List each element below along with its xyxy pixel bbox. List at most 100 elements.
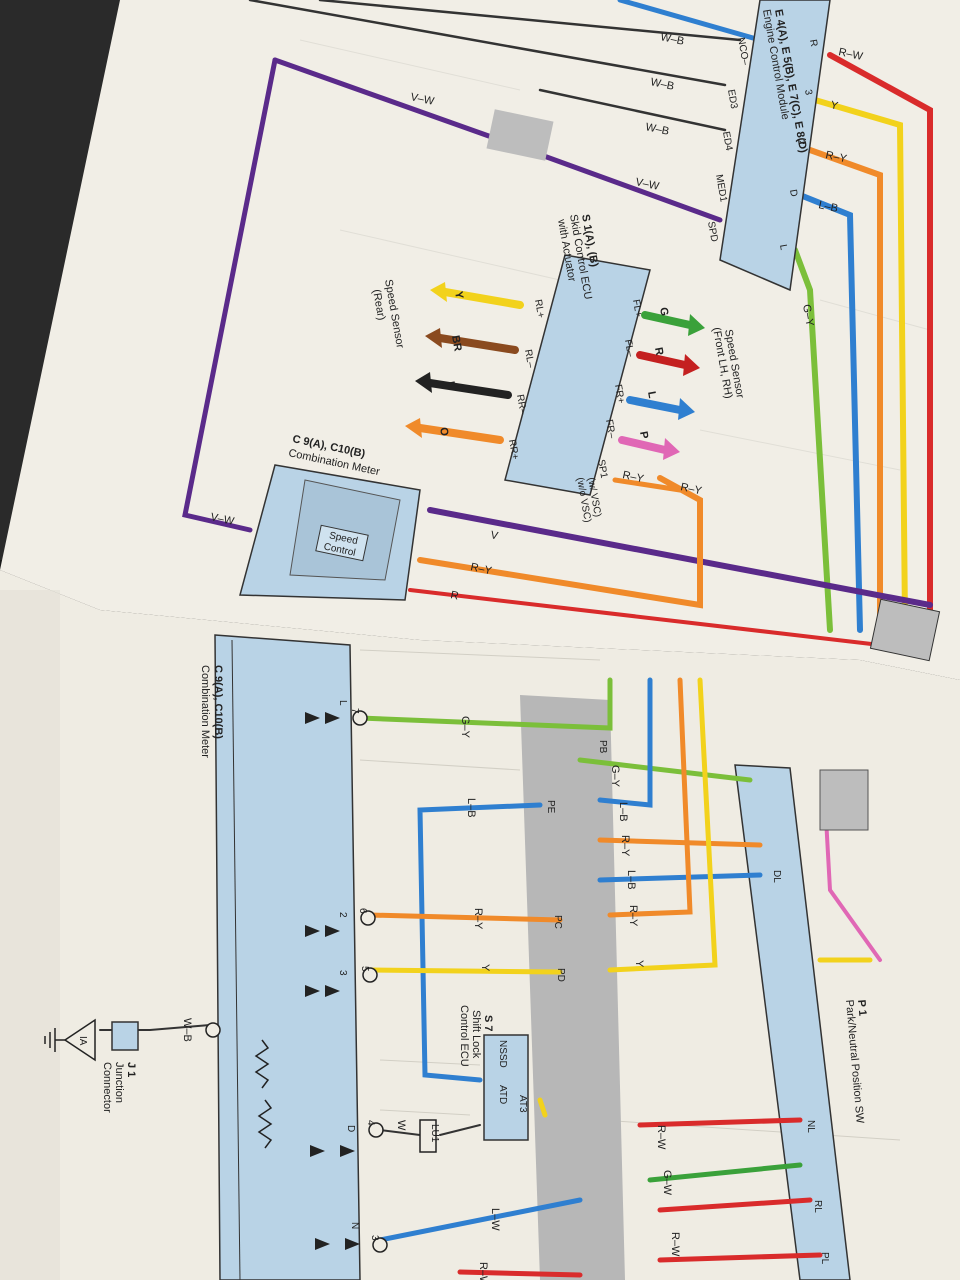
lamp-letter-d: D	[345, 1125, 356, 1132]
pin-label-7: 7	[349, 708, 360, 714]
lamp-3	[305, 985, 340, 997]
ecm-pin-nco: NCO–	[735, 37, 751, 67]
ecm-pin-l: L	[777, 244, 789, 252]
wire-label-y: Y	[829, 99, 839, 112]
park-neutral-sw-box	[734, 764, 851, 1280]
ecm-pin-2: 2	[795, 139, 807, 147]
wire-label-gw-lower: G–W	[661, 1170, 673, 1196]
wire-label-w-lower: W	[395, 1120, 407, 1131]
wire-label-lb3-lower: L–B	[625, 870, 637, 890]
wire-label-wb2: W–B	[649, 76, 675, 93]
lamp-letter-3: 3	[337, 970, 348, 976]
skid-pin-frp: FR+	[612, 384, 626, 405]
speed-control-box	[315, 524, 369, 562]
strip-conn-pb: PB	[597, 740, 608, 754]
lower-wire-set	[99, 677, 882, 1278]
wire-label-wb-lower: W–B	[181, 1018, 193, 1042]
lamp-2	[305, 925, 340, 937]
lamp-d	[310, 1145, 355, 1157]
wire-label-ry-lower: R–Y	[472, 908, 484, 930]
lower-meter-title: C 9(A), C10(B)	[212, 665, 224, 739]
wire-label-wb1: W–B	[659, 31, 685, 48]
wire-label-rl-br: BR	[449, 334, 464, 352]
lower-right-module	[819, 769, 869, 831]
indicator-lamps	[305, 712, 360, 1250]
lower-meter-subtitle: Combination Meter	[199, 665, 211, 758]
pin-label-4: 4	[365, 1120, 376, 1126]
skid-pin-rrp: RR+	[506, 439, 520, 461]
park-pin-rl: RL	[812, 1200, 823, 1213]
wire-label-fl-g: G	[657, 306, 670, 317]
upper-right-module	[869, 598, 941, 662]
strip-conn-pc: PC	[552, 915, 563, 929]
shift-pin-nssd: NSSD	[497, 1040, 508, 1068]
wire-label-gy-lower: G–Y	[459, 716, 471, 739]
junction-connector-box	[111, 1021, 139, 1051]
lower-page: C 9(A), C10(B) Combination Meter P 1 Par…	[0, 570, 960, 1280]
park-pin-pl: PL	[819, 1252, 830, 1265]
wire-label-lb-lower: L–B	[465, 798, 477, 818]
connector-pd-pc	[486, 109, 554, 161]
wire-label-rr-o: O	[437, 426, 450, 437]
wire-label-sp-ry: R–Y	[621, 469, 645, 485]
wire-label-y-lower: Y	[479, 964, 491, 972]
skid-pin-sp1: SP1	[595, 459, 609, 480]
wire-label-fr-p: P	[637, 430, 650, 439]
strip-conn-pe: PE	[545, 800, 556, 814]
wire-label-sp-ry2: R–Y	[679, 481, 703, 497]
lu1-label: LU1	[429, 1124, 440, 1143]
wire-label-vw3: V–W	[209, 511, 235, 528]
upper-page-paper	[0, 0, 960, 680]
lamp-n	[315, 1238, 360, 1250]
lower-pin-circles	[205, 710, 388, 1253]
wire-label-gy2-lower: G–Y	[609, 765, 621, 788]
wire-label-lw-lower: L–W	[489, 1208, 501, 1231]
wire-label-rl-y: Y	[452, 290, 465, 300]
skid-pin-rlp: RL+	[532, 299, 546, 319]
pin-label-3: 3	[369, 1235, 380, 1241]
upper-page: E 4(A), E 5(B), E 7(C), E 8(D) Engine Co…	[0, 0, 960, 680]
shift-pin-atd: ATD	[497, 1085, 508, 1104]
lamp-letter-l: L	[337, 700, 348, 706]
skid-ecu-box	[504, 254, 651, 496]
ecm-pin-med1: MED1	[713, 174, 729, 204]
shift-lock-subtitle2: Control ECU	[458, 1005, 470, 1067]
lamp-l	[305, 712, 340, 724]
park-sw-title: P 1	[855, 999, 868, 1016]
wire-label-vw1: V–W	[409, 91, 435, 108]
skid-pin-rlm: RL–	[522, 349, 536, 369]
wire-label-rw3-lower: R–W	[477, 1262, 489, 1280]
ecm-pin-ed3: ED3	[725, 89, 739, 110]
strip-conn-pd: PD	[555, 968, 566, 982]
wire-label-y2-lower: Y	[633, 960, 645, 968]
wire-label-r-m: R	[449, 589, 459, 602]
park-pin-dl: DL	[771, 870, 782, 883]
shift-pin-at3: AT3	[517, 1095, 528, 1113]
rear-sensor-label2: (Rear)	[370, 288, 387, 321]
ecm-pin-spd: SPD	[705, 221, 719, 243]
wire-label-ry: R–Y	[824, 149, 848, 165]
rear-sensor-wires	[405, 282, 524, 444]
wire-label-vw2: V–W	[634, 176, 660, 193]
skid-pin-flm: FL–	[622, 339, 636, 358]
wire-label-gy: G–Y	[800, 303, 816, 327]
upper-wire-bundle	[182, 0, 933, 647]
wire-label-rw-lower: R–W	[655, 1125, 667, 1150]
skid-pin-rrm: RR–	[514, 394, 528, 416]
pin-label-6: 6	[357, 908, 368, 914]
resistor-1	[254, 1039, 270, 1089]
ecm-pin-3: 3	[802, 89, 814, 97]
lower-meter-inner-line	[231, 639, 241, 1280]
resistor-2	[257, 1099, 273, 1149]
wire-label-ry3-lower: R–Y	[627, 905, 639, 927]
shift-lock-ecu-box	[483, 1034, 529, 1141]
wire-label-rr-b: B	[444, 380, 457, 390]
junction-subtitle2: Connector	[101, 1062, 113, 1113]
wire-label-fl-r: R	[652, 346, 665, 356]
skid-pin-frm: FR–	[603, 419, 617, 440]
shift-lock-subtitle: Shift Lock	[470, 1010, 482, 1059]
ecm-box	[719, 0, 831, 292]
lower-meter-box	[214, 634, 361, 1280]
wire-label-lb2-lower: L–B	[617, 802, 629, 822]
